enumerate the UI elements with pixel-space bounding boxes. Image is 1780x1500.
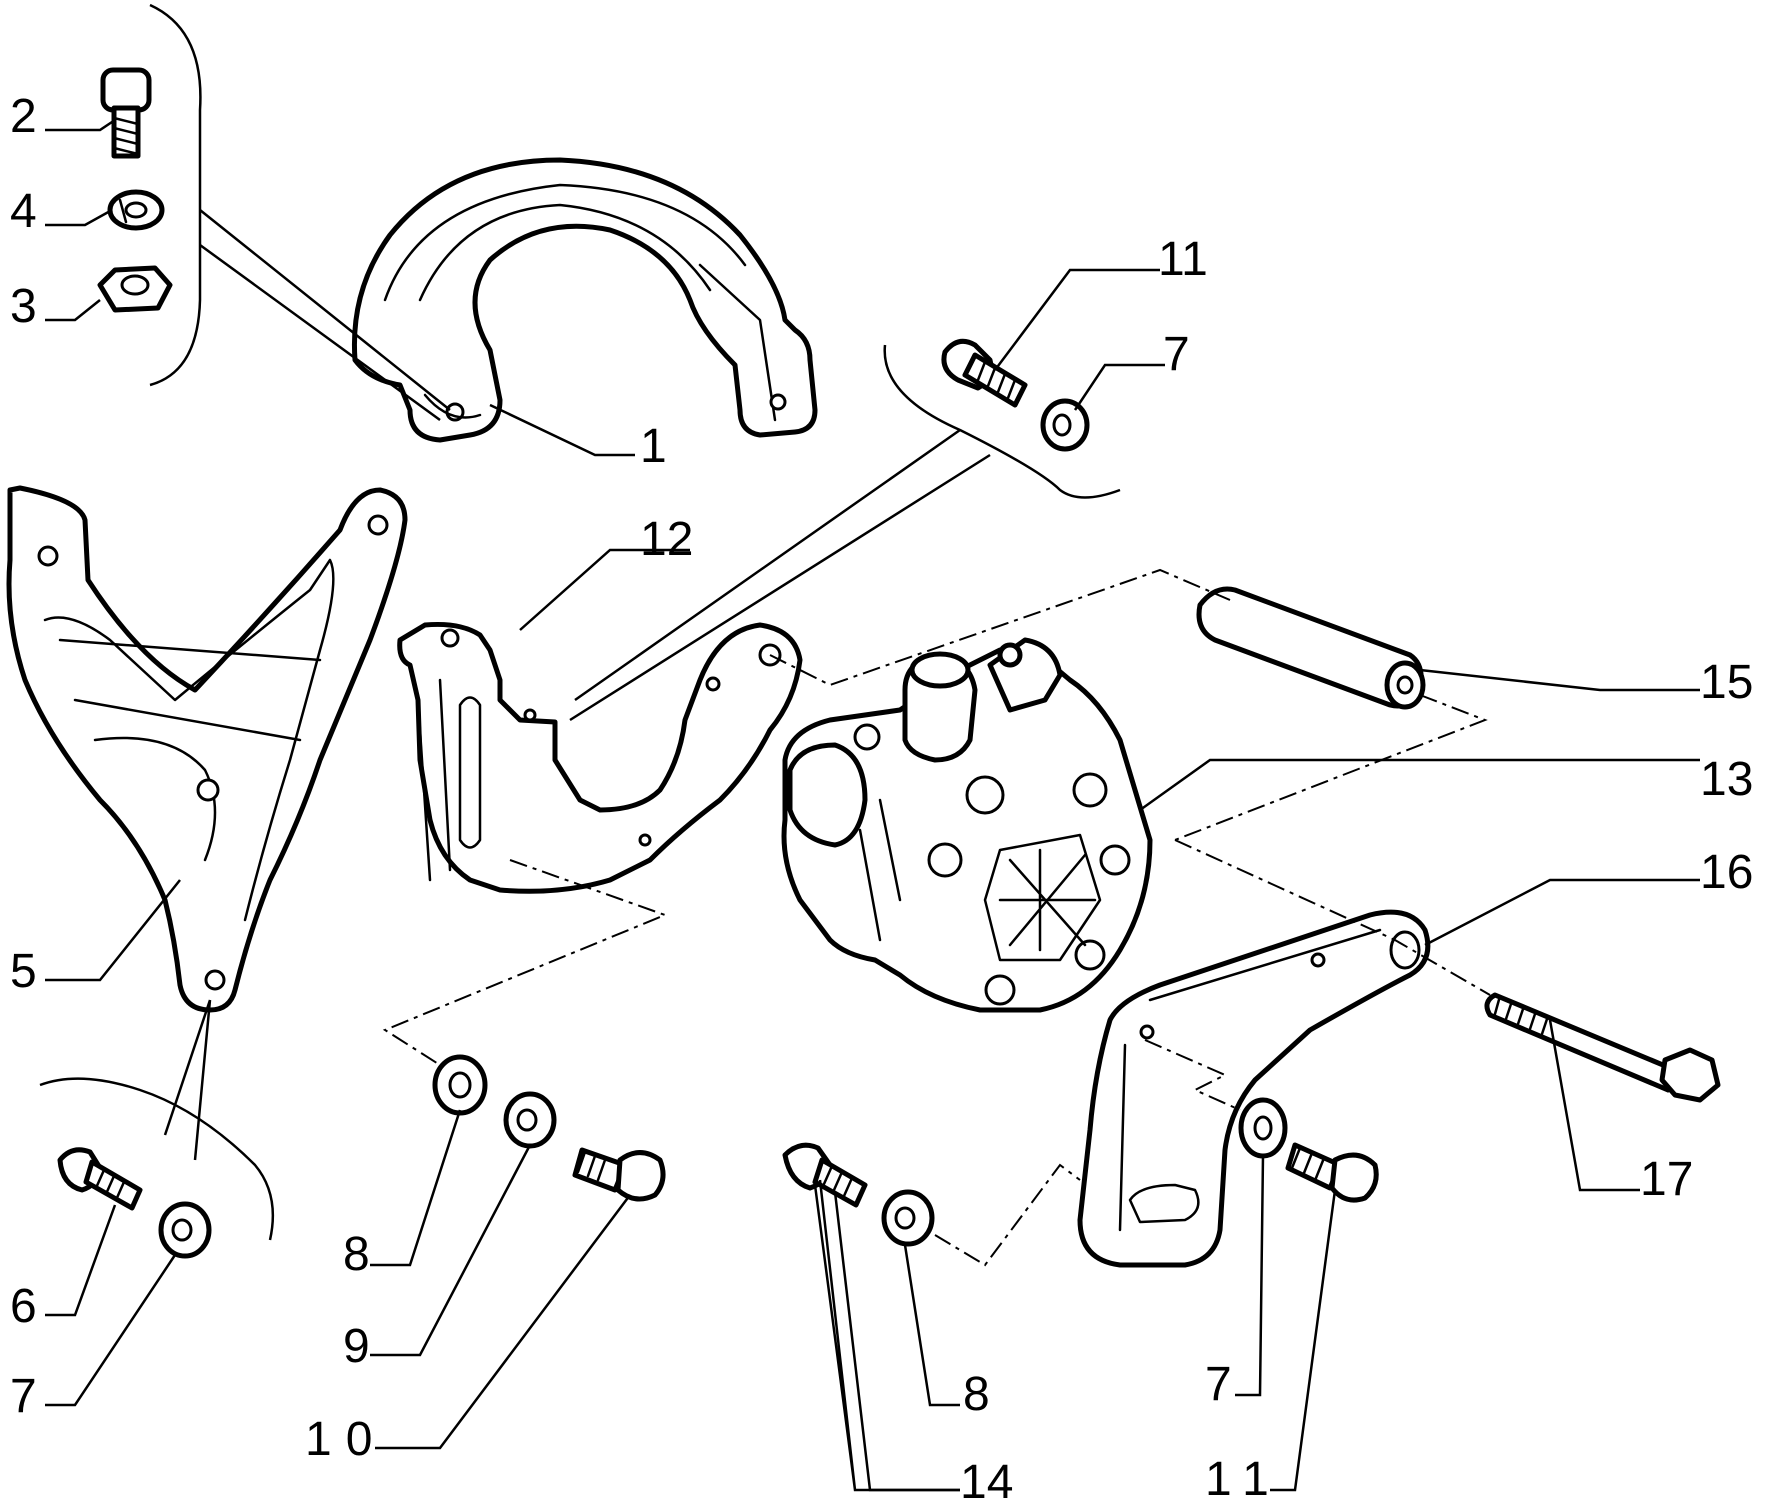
bolt-part-11-bottom: [1285, 1142, 1379, 1203]
leader-11-bottom: [1270, 1189, 1337, 1492]
leader-14b: [833, 1191, 960, 1492]
leader-10: [375, 1194, 631, 1450]
leader-6: [45, 1204, 117, 1317]
callout-16: 16: [1700, 846, 1753, 899]
rear-bracket-part-16: [1077, 909, 1431, 1268]
callout-3: 3: [10, 280, 37, 333]
assembly-line-c: [1174, 839, 1491, 996]
leader-16: [1424, 878, 1700, 947]
long-bolt-part-17: [1484, 992, 1721, 1103]
leader-5: [45, 879, 181, 982]
plain-washer-part-8-left: [432, 1054, 488, 1116]
spacer-part-15: [1196, 586, 1426, 710]
nut-part-3: [97, 265, 173, 313]
spring-washer-part-7-top: [1040, 398, 1090, 452]
leader-1b: [199, 209, 451, 422]
leader-15: [1419, 668, 1700, 692]
leader-7-bottom: [1235, 1154, 1265, 1397]
callout-11-bottom: 11: [1205, 1453, 1283, 1500]
callout-1: 1: [640, 420, 667, 473]
leader-8-bottom: [903, 1244, 960, 1407]
leader-7-top: [1073, 363, 1165, 411]
leader-9: [370, 1144, 532, 1357]
assembly-line-b: [1174, 694, 1488, 841]
spring-washer-part-9: [503, 1091, 557, 1149]
group-bracket-topleft: [149, 3, 202, 387]
spring-washer-part-7-bottomleft: [158, 1201, 212, 1259]
callout-12: 12: [640, 513, 693, 566]
bolt-part-2: [100, 67, 152, 159]
callout-15: 15: [1700, 656, 1753, 709]
callout-7-bottom: 7: [1205, 1358, 1232, 1411]
callout-17: 17: [1640, 1153, 1693, 1206]
leader-8-left: [370, 1109, 462, 1267]
callout-4: 4: [10, 185, 37, 238]
leader-11-top: [994, 268, 1160, 371]
callout-7-bottomleft: 7: [10, 1370, 37, 1423]
callout-10: 10: [305, 1413, 386, 1466]
callout-7-top: 7: [1163, 328, 1190, 381]
callout-8-bottom: 8: [963, 1368, 990, 1421]
assembly-line-d: [382, 859, 668, 1066]
leader-12: [519, 548, 690, 631]
assembly-line-e: [1144, 1039, 1241, 1111]
bolt-part-6: [57, 1147, 143, 1211]
callout-14: 14: [960, 1456, 1013, 1500]
leader-1: [489, 403, 635, 457]
bolt-part-14: [782, 1142, 868, 1208]
power-steering-pump-part-13: [781, 637, 1153, 1013]
assembly-line-a: [769, 568, 1231, 687]
leader-4: [45, 208, 113, 227]
heat-shield-part: [351, 157, 818, 443]
pump-bracket-part-12: [397, 622, 803, 894]
leader-13: [1139, 758, 1700, 812]
callout-5: 5: [10, 945, 37, 998]
leader-3: [45, 299, 101, 322]
leader-12b: [569, 428, 991, 722]
leader-5b: [163, 999, 212, 1161]
leader-7-bottomleft: [45, 1254, 177, 1407]
plain-washer-part-7-bottom: [1238, 1097, 1288, 1159]
callout-6: 6: [10, 1280, 37, 1333]
group-bracket-bottomleft: [39, 1077, 275, 1241]
bolt-part-11-top: [941, 338, 1028, 408]
leader-2: [45, 118, 116, 132]
group-bracket-topright: [883, 344, 1121, 499]
callout-2: 2: [10, 90, 37, 143]
spring-washer-part-4: [107, 189, 165, 231]
spring-washer-part-8-bottom: [881, 1189, 935, 1247]
callout-9: 9: [343, 1320, 370, 1373]
callout-11-top: 11: [1158, 233, 1208, 286]
support-bracket-part-5: [6, 485, 408, 1013]
assembly-line-f: [934, 1163, 1081, 1267]
callout-13: 13: [1700, 753, 1753, 806]
callout-8-left: 8: [343, 1228, 370, 1281]
leader-17: [1548, 1019, 1640, 1192]
bolt-part-10: [572, 1147, 666, 1202]
